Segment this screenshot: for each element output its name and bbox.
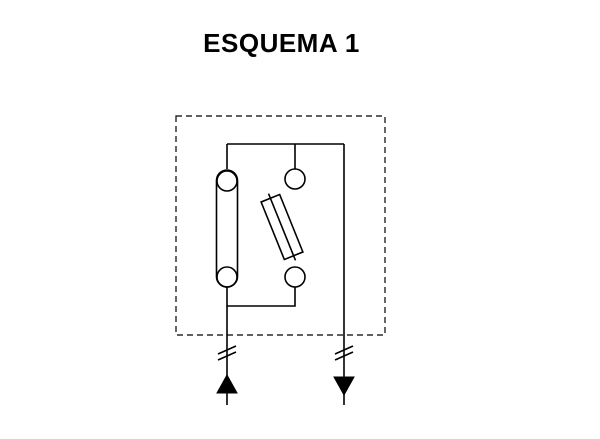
terminal-bottom-right — [284, 266, 306, 288]
slash-mark-left-1 — [217, 345, 237, 355]
terminal-top-left — [216, 170, 238, 192]
slash-mark-left-2 — [217, 351, 237, 361]
input-arrow-up-icon — [216, 373, 238, 394]
slash-mark-right-1 — [334, 345, 354, 355]
fuse-symbol — [260, 193, 304, 261]
terminal-bottom-left — [216, 266, 238, 288]
output-arrow-down-icon — [333, 376, 355, 397]
fuse-element — [267, 193, 297, 261]
diagram-title: ESQUEMA 1 — [203, 28, 360, 58]
slash-mark-right-2 — [334, 351, 354, 361]
terminal-top-right — [284, 168, 306, 190]
bottom-wire — [226, 287, 296, 307]
dashed-enclosure — [175, 115, 386, 336]
